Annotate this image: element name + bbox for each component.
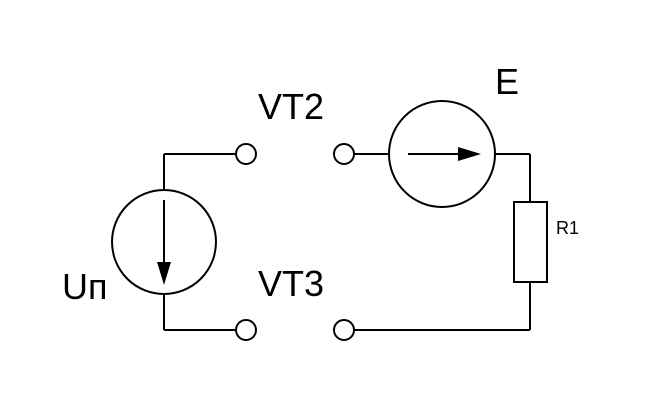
- label-vt2: VT2: [258, 86, 324, 127]
- label-r1: R1: [556, 218, 579, 238]
- source-e-circle: [388, 100, 496, 208]
- switch-vt3: [235, 319, 355, 341]
- resistor-r1: [513, 201, 548, 283]
- voltage-source-e: [388, 100, 496, 208]
- label-e: E: [495, 61, 519, 102]
- vt3-terminal-left: [235, 319, 257, 341]
- source-up-arrow-head: [157, 262, 171, 285]
- vt3-terminal-right: [333, 319, 355, 341]
- label-up: Uп: [62, 266, 108, 307]
- label-vt3: VT3: [258, 263, 324, 304]
- wires: [163, 153, 531, 331]
- voltage-source-up: [111, 189, 217, 295]
- switch-vt2: [235, 143, 355, 165]
- source-e-arrow-head: [458, 147, 481, 161]
- source-up-circle: [111, 189, 217, 295]
- vt2-terminal-left: [235, 143, 257, 165]
- vt2-terminal-right: [333, 143, 355, 165]
